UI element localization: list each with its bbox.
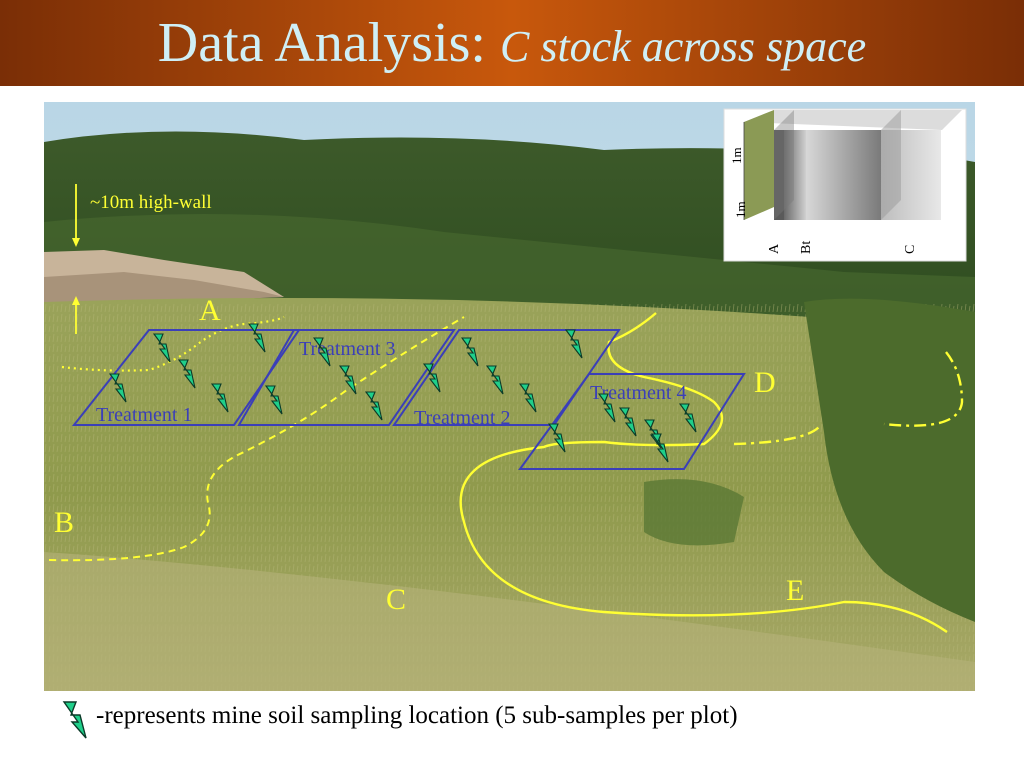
boundary-c-line [459, 312, 948, 633]
horizon-e-label: E [786, 574, 804, 607]
plot-treatment-4 [518, 373, 746, 470]
sampling-marker-icon [264, 385, 283, 415]
sampling-marker-icon [338, 365, 357, 395]
sampling-marker-icon [108, 373, 127, 403]
title-subtitle: C stock across space [499, 22, 867, 71]
inset-scale-vertical: 1m [729, 147, 744, 164]
legend-text: -represents mine soil sampling location … [96, 702, 738, 729]
slide-title: Data Analysis: C stock across space [0, 8, 1024, 82]
title-bar [0, 0, 1024, 86]
inset-layer-a: A [767, 243, 782, 254]
sampling-marker-icon [152, 333, 171, 363]
sampling-marker-icon [62, 701, 87, 739]
inset-layer-bt: Bt [799, 241, 814, 254]
horizon-c-label: C [386, 583, 406, 616]
sampling-marker-icon [547, 423, 566, 453]
inset-scale-depth: 1m [733, 201, 748, 218]
treatment-2-label: Treatment 2 [414, 407, 510, 429]
annotation-overlay: ~10m high-wall Treatment 1 Treatment 3 T… [48, 184, 964, 633]
sampling-marker-icon [518, 383, 537, 413]
highwall-arrowhead-down [72, 238, 80, 247]
sampling-marker-icon [485, 365, 504, 395]
treatment-4-label: Treatment 4 [590, 382, 686, 404]
field-photo: ~10m high-wall Treatment 1 Treatment 3 T… [44, 102, 975, 691]
sampling-marker-icon [597, 393, 616, 423]
sampling-marker-icon [247, 323, 266, 353]
title-main: Data Analysis: [157, 12, 486, 74]
sampling-marker-icon [312, 337, 331, 367]
boundary-b-line [48, 316, 465, 562]
sampling-marker-icon [650, 433, 669, 463]
sampling-marker-icon [364, 391, 383, 421]
sampling-marker-icon [564, 329, 583, 359]
sampling-marker-icon [422, 363, 441, 393]
boundary-d-line [733, 426, 820, 446]
boundary-e-line [883, 351, 964, 427]
plot-treatment-1 [71, 329, 301, 426]
sampling-marker-icon [460, 337, 479, 367]
treatment-1-label: Treatment 1 [96, 404, 192, 426]
horizon-b-label: B [54, 506, 74, 539]
sampling-marker-icon [678, 403, 697, 433]
highwall-label: ~10m high-wall [90, 192, 212, 213]
plot-treatment-3 [237, 329, 456, 426]
highwall-arrowhead-up [72, 296, 80, 305]
horizon-a-label: A [199, 294, 221, 327]
sampling-marker-icon [210, 383, 229, 413]
sampling-marker-icon [177, 359, 196, 389]
sampling-markers [108, 323, 697, 463]
inset-layer-c: C [903, 245, 918, 254]
soil-profile-inset: 1m 1m A Bt C [723, 108, 967, 262]
horizon-d-label: D [754, 366, 776, 399]
sampling-marker-icon [618, 407, 637, 437]
